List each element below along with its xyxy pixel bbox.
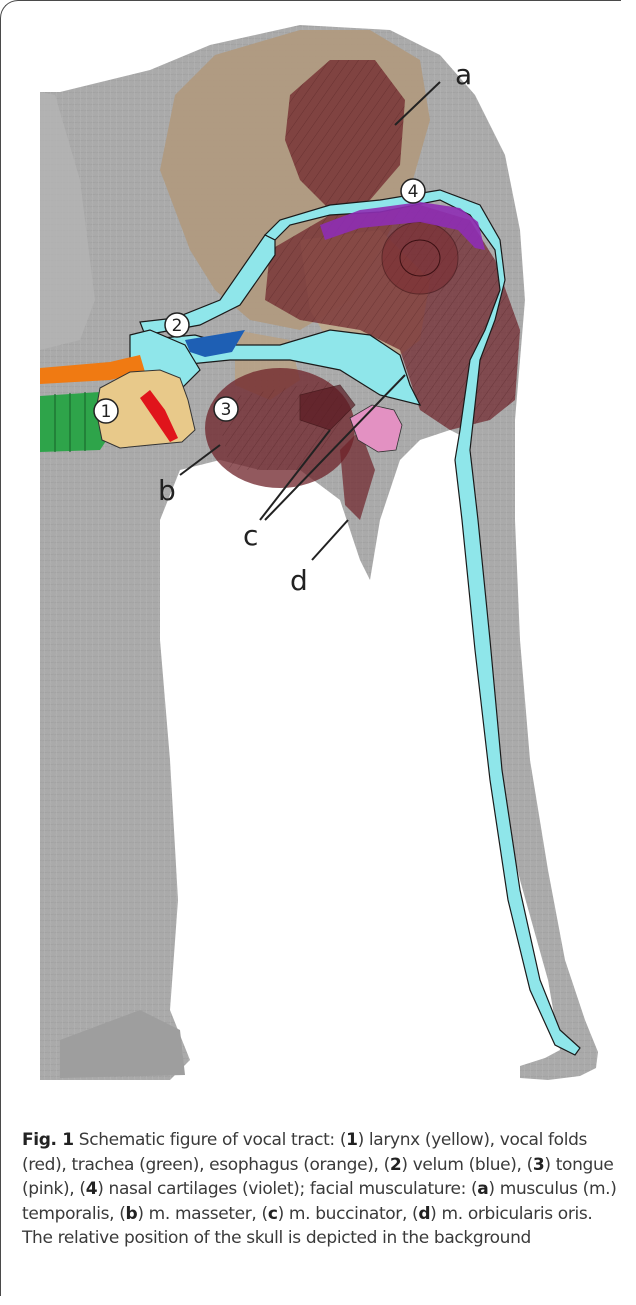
marker-3: 3	[214, 397, 238, 421]
label-a: a	[455, 58, 472, 91]
label-c: c	[243, 519, 258, 552]
svg-text:1: 1	[101, 402, 112, 422]
label-b: b	[158, 474, 176, 507]
marker-1: 1	[94, 399, 118, 423]
marker-4: 4	[401, 179, 425, 203]
marker-2: 2	[165, 313, 189, 337]
svg-text:3: 3	[221, 400, 232, 420]
vocal-tract-illustration: 1 2 3 4 a b c d	[0, 0, 636, 1080]
label-d: d	[290, 564, 308, 597]
svg-text:4: 4	[408, 182, 419, 202]
svg-text:2: 2	[172, 316, 183, 336]
figure-caption: Fig. 1 Schematic figure of vocal tract: …	[22, 1128, 622, 1251]
figure-label: Fig. 1	[22, 1130, 74, 1150]
